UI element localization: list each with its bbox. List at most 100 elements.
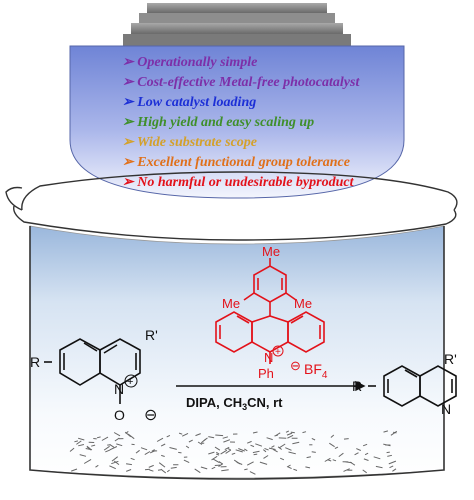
sediment-dash <box>375 465 383 469</box>
sediment-dash <box>392 468 397 472</box>
sediment-dash <box>69 447 75 452</box>
sediment-dash <box>74 440 79 443</box>
sediment-dash <box>252 431 258 434</box>
sediment-dash <box>244 448 248 452</box>
conditions-rest: CN, rt <box>247 395 283 410</box>
sediment-dash <box>77 437 85 441</box>
sediment-dash <box>263 455 269 459</box>
sediment-dash <box>86 445 91 450</box>
sediment-dash <box>329 442 335 448</box>
sediment-dash <box>343 438 349 440</box>
feature-item: ➢ Operationally simple <box>122 54 257 71</box>
catalyst-me-left: Me <box>222 296 240 311</box>
sediment-dash <box>302 431 307 434</box>
sediment-dash <box>211 455 218 461</box>
bullet-arrow-icon: ➢ <box>122 115 134 130</box>
sediment-dash <box>148 464 154 468</box>
sediment-dash <box>144 451 151 456</box>
sediment-dash <box>211 466 216 470</box>
sediment-dash <box>311 437 316 441</box>
sediment-dash <box>274 434 278 437</box>
sediment-dash <box>156 437 164 442</box>
sediment-dash <box>386 451 390 454</box>
product-structure <box>368 365 457 407</box>
sediment-dash <box>96 436 101 439</box>
sediment-dash <box>292 441 300 445</box>
sediment-dash <box>161 454 165 457</box>
sediment-dash <box>255 443 263 447</box>
sediment-dash <box>334 446 339 449</box>
sediment-dash <box>166 434 171 438</box>
sediment-dash <box>170 466 177 469</box>
sediment-dash <box>144 468 150 471</box>
sediment-dash <box>109 443 115 448</box>
sediment-dash <box>158 462 166 468</box>
beaker-rim <box>5 171 458 241</box>
catalyst-anion-charge: ⊖ <box>290 358 301 373</box>
sediment-dash <box>293 468 298 471</box>
sediment-dash <box>287 466 292 470</box>
sediment-dash <box>286 432 293 436</box>
sediment-dash <box>356 448 361 451</box>
sediment-dash <box>338 452 344 458</box>
sediment-dash <box>78 444 85 447</box>
catalyst-n: N <box>264 350 273 365</box>
sediment-dash <box>95 464 99 468</box>
feature-item: ➢ Cost-effective Metal-free photocatalys… <box>122 74 359 91</box>
sediment-dash <box>238 448 245 452</box>
sediment-dash <box>388 460 397 465</box>
sediment-dash <box>195 433 201 437</box>
sediment-dash <box>264 447 269 451</box>
sediment-dash <box>135 449 140 454</box>
catalyst-anion-sub: 4 <box>322 370 328 381</box>
sediment-dash <box>224 446 230 451</box>
sediment-dash <box>222 436 229 439</box>
sediment-dash <box>285 430 290 433</box>
sediment-dash <box>373 456 381 460</box>
bullet-arrow-icon: ➢ <box>122 155 134 170</box>
catalyst-structure <box>215 258 325 364</box>
sediment-dash <box>126 469 132 472</box>
sediment-dash <box>287 434 294 439</box>
sediment-dash <box>244 468 248 471</box>
sediment-dash <box>130 457 135 461</box>
feature-text: Excellent functional group tolerance <box>137 155 350 170</box>
sediment-dashes <box>69 430 398 475</box>
bullet-arrow-icon: ➢ <box>122 95 134 110</box>
sediment-dash <box>227 448 231 451</box>
sediment-dash <box>91 444 96 447</box>
sediment-dash <box>113 460 120 466</box>
sediment-dash <box>116 443 123 447</box>
sediment-dash <box>236 461 243 465</box>
sediment-dash <box>79 454 87 457</box>
sediment-dash <box>160 443 166 447</box>
beaker-liquid <box>29 225 445 479</box>
sediment-dash <box>220 449 228 455</box>
sediment-dash <box>149 469 154 472</box>
sediment-dash <box>126 463 132 466</box>
conditions-main: DIPA, CH <box>186 395 242 410</box>
sediment-dash <box>113 432 121 437</box>
conditions-sub: 3 <box>242 402 247 412</box>
sediment-dash <box>185 445 190 449</box>
catalyst-me-right: Me <box>294 296 312 311</box>
sediment-dash <box>216 451 220 455</box>
sediment-dash <box>249 471 256 475</box>
feature-text: No harmful or undesirable byproduct <box>137 175 354 190</box>
sediment-dash <box>76 440 82 445</box>
sediment-dash <box>324 457 331 462</box>
sediment-dash <box>383 430 389 433</box>
sediment-dash <box>218 463 224 468</box>
sediment-dash <box>216 453 220 456</box>
sediment-dash <box>212 458 220 464</box>
sediment-dash <box>364 452 369 456</box>
sediment-dash <box>111 456 119 462</box>
sediment-dash <box>271 445 275 448</box>
bullet-arrow-icon: ➢ <box>122 55 134 70</box>
sediment-dash <box>266 437 273 441</box>
catalyst-n-charge-circle <box>272 345 284 357</box>
beaker-walls <box>29 226 445 480</box>
sediment-dash <box>330 434 335 438</box>
reactant-o-charge: ⊖ <box>144 407 157 424</box>
